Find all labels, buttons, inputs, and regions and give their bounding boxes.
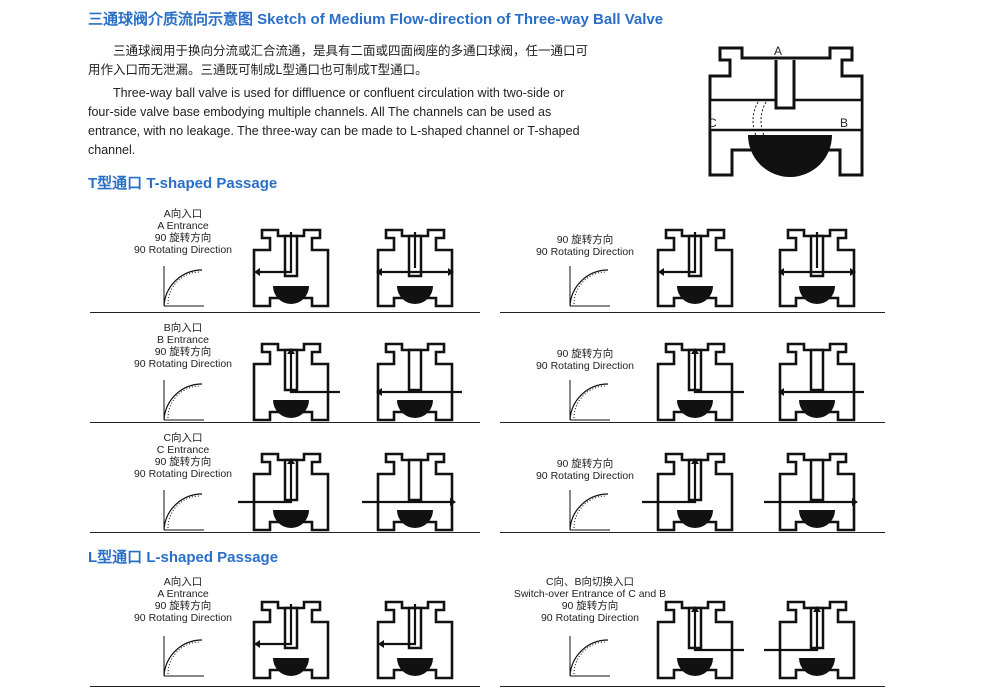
main-valve-diagram: A C B [700, 40, 870, 180]
rotation-zh: 90 旋转方向 [561, 600, 619, 612]
valve-sketch [764, 600, 856, 680]
row-divider [500, 686, 885, 687]
valve-sketch [778, 228, 856, 308]
rotation-en: 90 Rotating Direction [540, 612, 640, 624]
label-zh: C向、B向切换入口 [545, 576, 635, 588]
label-en: C Entrance [156, 444, 210, 456]
row-divider [90, 422, 480, 423]
label-zh: A向入口 [163, 208, 203, 220]
rotation-arc-icon [163, 636, 204, 677]
section-t-shaped: T型通口 T-shaped Passage [88, 175, 278, 192]
label-group-c: C向入口 C Entrance 90 旋转方向 90 Rotating Dire… [118, 432, 248, 480]
rotation-arc-icon [163, 490, 204, 531]
valve-sketch [252, 228, 330, 308]
label-group-right-2: 90 旋转方向 90 Rotating Direction [520, 348, 650, 372]
rotation-en: 90 Rotating Direction [535, 246, 635, 258]
valve-sketch [362, 452, 456, 532]
rotation-zh: 90 旋转方向 [154, 346, 212, 358]
rotation-arc-icon [569, 636, 610, 677]
label-group-b: B向入口 B Entrance 90 旋转方向 90 Rotating Dire… [118, 322, 248, 370]
rotation-en: 90 Rotating Direction [535, 470, 635, 482]
label-group-a: A向入口 A Entrance 90 旋转方向 90 Rotating Dire… [118, 208, 248, 256]
label-group-right-1: 90 旋转方向 90 Rotating Direction [520, 234, 650, 258]
port-a-label: A [774, 44, 783, 58]
rotation-zh: 90 旋转方向 [154, 600, 212, 612]
port-b-label: B [840, 116, 849, 130]
intro-chinese: 三通球阀用于换向分流或汇合流通，是具有二面或四面阀座的多通口球阀，任一通口可用作… [88, 44, 589, 77]
page-title: 三通球阀介质流向示意图 Sketch of Medium Flow-direct… [88, 11, 664, 28]
label-zh: A向入口 [163, 576, 203, 588]
row-divider [500, 422, 885, 423]
row-divider [90, 532, 480, 533]
rotation-zh: 90 旋转方向 [556, 458, 614, 470]
label-group-right-3: 90 旋转方向 90 Rotating Direction [520, 458, 650, 482]
valve-sketch [376, 228, 454, 308]
label-en: Switch-over Entrance of C and B [513, 588, 667, 600]
section-l-shaped: L型通口 L-shaped Passage [88, 549, 279, 566]
rotation-en: 90 Rotating Direction [133, 358, 233, 370]
intro-english: Three-way ball valve is used for difflue… [88, 86, 580, 157]
valve-sketch [252, 600, 330, 680]
valve-sketch [642, 452, 734, 532]
row-divider [90, 686, 480, 687]
label-zh: B向入口 [163, 322, 203, 334]
row-divider [500, 312, 885, 313]
row-divider [500, 532, 885, 533]
rotation-zh: 90 旋转方向 [154, 456, 212, 468]
valve-sketch [656, 600, 744, 680]
rotation-arc-icon [163, 266, 204, 307]
valve-sketch [376, 342, 462, 422]
valve-sketch [656, 342, 744, 422]
rotation-arc-icon [569, 266, 610, 307]
rotation-arc-icon [163, 380, 204, 421]
valve-sketch [656, 228, 734, 308]
rotation-arc-icon [569, 380, 610, 421]
label-en: A Entrance [157, 220, 209, 232]
port-c-label: C [708, 116, 717, 130]
rotation-zh: 90 旋转方向 [154, 232, 212, 244]
rotation-zh: 90 旋转方向 [556, 348, 614, 360]
label-en: B Entrance [157, 334, 209, 346]
rotation-en: 90 Rotating Direction [133, 468, 233, 480]
label-zh: C向入口 [163, 432, 203, 444]
rotation-en: 90 Rotating Direction [535, 360, 635, 372]
rotation-en: 90 Rotating Direction [133, 612, 233, 624]
rotation-arc-icon [569, 490, 610, 531]
valve-sketch [778, 342, 864, 422]
valve-sketch [238, 452, 330, 532]
valve-sketch [764, 452, 858, 532]
rotation-en: 90 Rotating Direction [133, 244, 233, 256]
row-divider [90, 312, 480, 313]
valve-sketch [376, 600, 454, 680]
label-group-switch: C向、B向切换入口 Switch-over Entrance of C and … [500, 576, 680, 624]
valve-sketch [252, 342, 340, 422]
label-en: A Entrance [157, 588, 209, 600]
rotation-zh: 90 旋转方向 [556, 234, 614, 246]
label-group-l-a: A向入口 A Entrance 90 旋转方向 90 Rotating Dire… [118, 576, 248, 624]
